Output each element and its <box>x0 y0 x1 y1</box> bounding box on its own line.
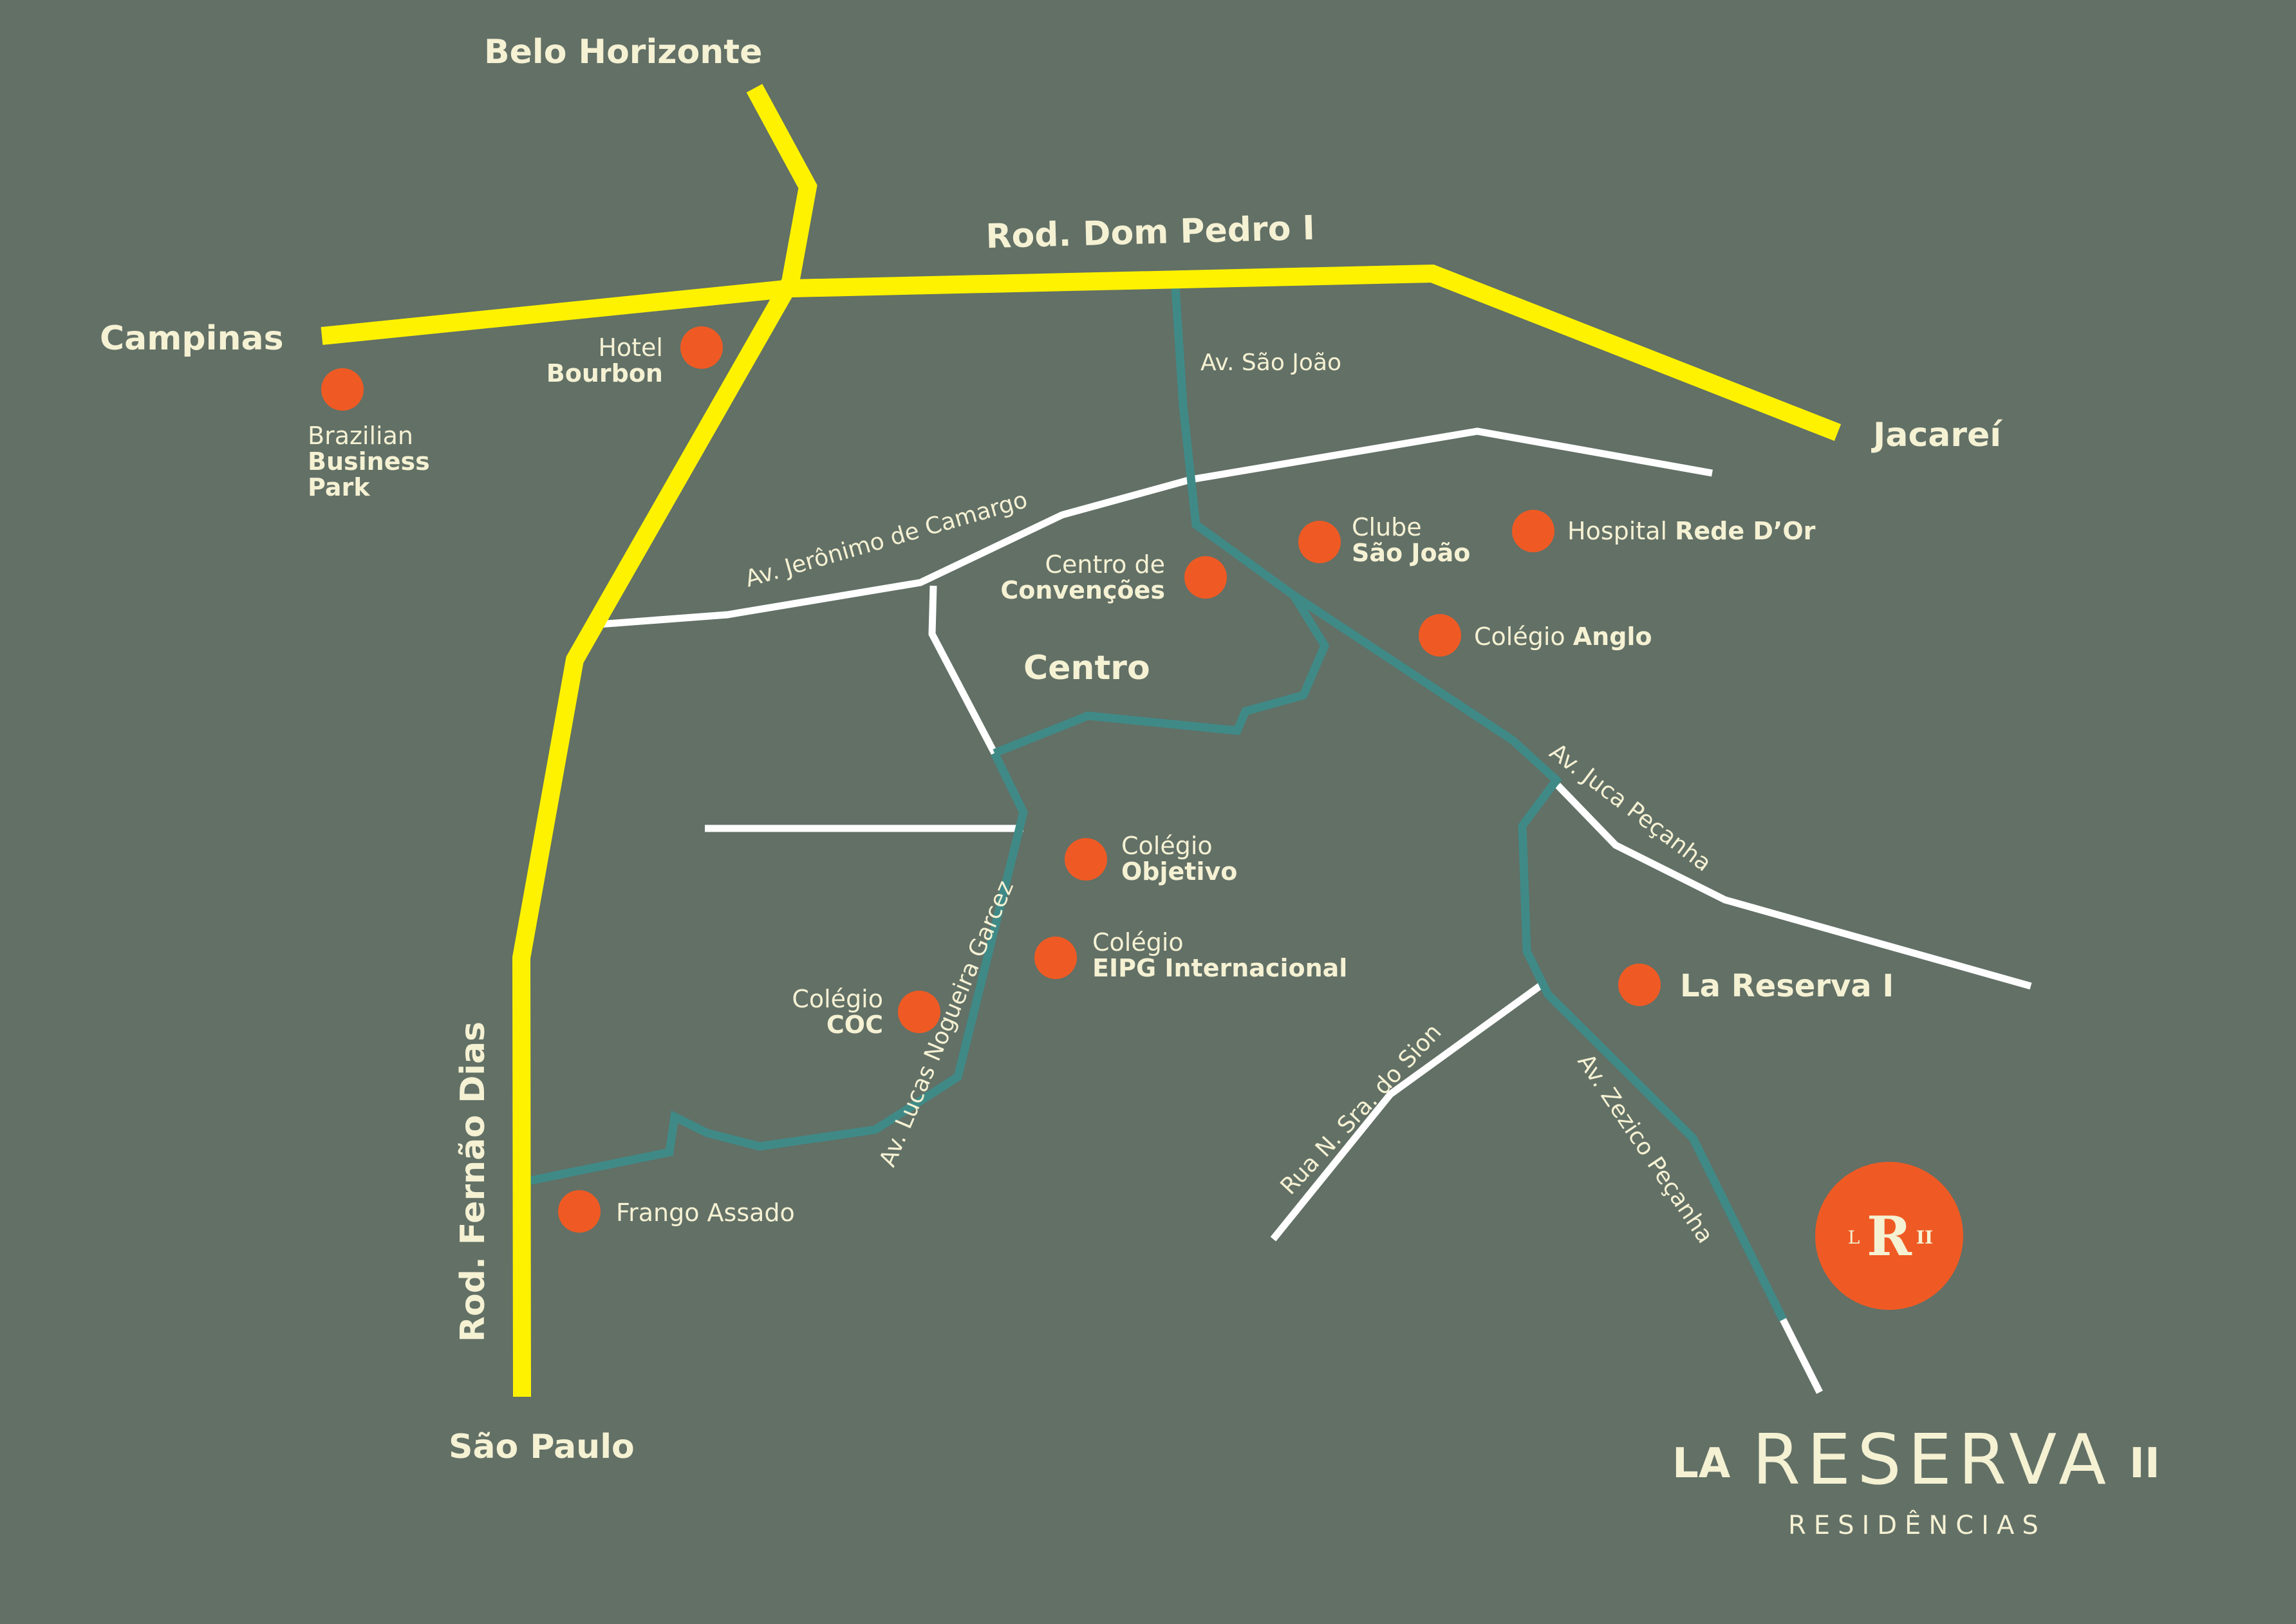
poi-label-line-bold: COC <box>826 1011 883 1039</box>
city-jacarei: Jacareí <box>1871 416 2003 454</box>
poi-marker-objetivo[interactable] <box>1065 838 1107 881</box>
poi-label-line: Colégio Anglo <box>1474 622 1652 651</box>
highway-dom-pedro-i <box>321 264 1842 442</box>
poi-label-brazilian-business-park: Brazilian Business Park <box>308 422 430 501</box>
avenue-centro-ring <box>993 593 1330 758</box>
street-label-sao-joao: Av. São João <box>1200 350 1341 376</box>
poi-label-line: Colégio <box>1121 832 1213 860</box>
poi-marker-hotel-bourbon[interactable] <box>680 326 723 369</box>
street-jeronimo-de-camargo <box>598 427 1713 628</box>
poi-label-line: Clube <box>1352 513 1422 541</box>
poi-label-line-bold: Objetivo <box>1121 857 1237 886</box>
avenue-sao-joao <box>1170 276 1787 1321</box>
poi-marker-la-reserva-i[interactable] <box>1618 964 1661 1006</box>
poi-label-line-bold: São João <box>1352 539 1470 567</box>
poi-label-line-bold: Park <box>308 473 370 501</box>
poi-marker-anglo[interactable] <box>1419 614 1461 657</box>
local-streets <box>598 427 2032 1394</box>
poi-label-clube-sao-joao: Clube São João <box>1352 513 1470 567</box>
poi-marker-frango-assado[interactable] <box>558 1190 601 1233</box>
poi-label-frango-assado: Frango Assado <box>616 1199 795 1227</box>
poi-label-coc: Colégio COC <box>792 985 883 1039</box>
highway-fernao-dias <box>512 84 817 1397</box>
poi-label-objetivo: Colégio Objetivo <box>1121 832 1237 886</box>
poi-label-convencoes: Centro de Convenções <box>1000 550 1165 604</box>
brand-wordmark: LA RESERVA II RESIDÊNCIAS <box>1672 1420 2160 1540</box>
poi-label-eipg: Colégio EIPG Internacional <box>1092 928 1347 982</box>
logo-letter-center: R <box>1867 1204 1912 1268</box>
poi-marker-brazilian-business-park[interactable] <box>321 368 364 411</box>
poi-label-line: Hospital Rede D’Or <box>1567 517 1816 545</box>
street-juca-pecanha <box>1555 783 2032 990</box>
poi-label-line-bold: Business <box>308 447 430 476</box>
logo-circle <box>1815 1162 1963 1310</box>
logo-letter-left: L <box>1848 1227 1860 1248</box>
poi-label-bold: Anglo <box>1573 622 1652 651</box>
brand-la: LA <box>1672 1440 1731 1488</box>
city-campinas: Campinas <box>100 319 284 358</box>
district-centro: Centro <box>1023 649 1150 687</box>
poi-label-hospital: Hospital Rede D’Or <box>1567 517 1816 545</box>
poi-label-regular: Hospital <box>1567 517 1675 545</box>
poi-label-anglo: Colégio Anglo <box>1474 622 1652 651</box>
brand-subtitle: RESIDÊNCIAS <box>1788 1509 2046 1540</box>
highway-label-fernao-dias: Rod. Fernão Dias <box>454 1022 492 1342</box>
highway-label-dom-pedro: Rod. Dom Pedro I <box>985 209 1316 256</box>
street-zezico-end <box>1780 1318 1823 1394</box>
poi-markers <box>321 326 1661 1233</box>
poi-marker-coc[interactable] <box>898 991 940 1033</box>
la-reserva-ii-logo: L R II <box>1815 1162 1963 1310</box>
poi-marker-clube-sao-joao[interactable] <box>1298 521 1341 563</box>
poi-marker-eipg[interactable] <box>1034 937 1077 979</box>
poi-label-line: Hotel <box>598 333 663 362</box>
poi-label-regular: Colégio <box>1474 622 1573 651</box>
street-sion <box>1270 982 1544 1242</box>
poi-label-line: Centro de <box>1045 550 1165 579</box>
poi-label-hotel-bourbon: Hotel Bourbon <box>546 333 663 387</box>
city-belo-horizonte: Belo Horizonte <box>484 33 762 71</box>
avenue-lucas-nogueira-garcez <box>517 751 1028 1188</box>
poi-label-la-reserva-i: La Reserva I <box>1680 968 1894 1004</box>
brand-numeral: II <box>2129 1440 2160 1488</box>
street-connector-centro <box>928 585 998 755</box>
avenues <box>517 276 1787 1321</box>
poi-label-line: Colégio <box>792 985 883 1013</box>
poi-label-line-bold: Bourbon <box>546 359 663 387</box>
city-sao-paulo: São Paulo <box>449 1428 635 1466</box>
poi-label-line: Colégio <box>1092 928 1184 957</box>
poi-label-line-bold: Convenções <box>1000 576 1165 604</box>
poi-marker-hospital[interactable] <box>1512 510 1554 552</box>
poi-marker-convencoes[interactable] <box>1184 556 1227 599</box>
poi-label-line-bold: EIPG Internacional <box>1092 954 1347 982</box>
highways <box>321 84 1842 1397</box>
brand-name: RESERVA <box>1752 1420 2113 1500</box>
logo-letter-right: II <box>1916 1227 1933 1248</box>
poi-label-bold: Rede D’Or <box>1675 517 1816 545</box>
poi-label-line: Brazilian <box>308 422 413 450</box>
